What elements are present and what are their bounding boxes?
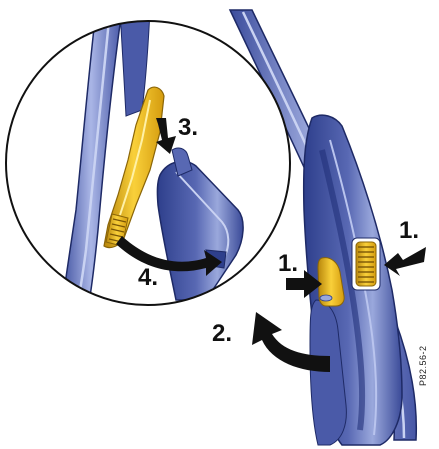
step1-middle-label: 1.: [278, 252, 298, 276]
step4-label: 4.: [138, 266, 158, 290]
figure-code: P82.56-2: [418, 345, 428, 386]
step2-label: 2.: [212, 322, 232, 346]
step3-label: 3.: [178, 116, 198, 140]
arm-clip-right: [352, 238, 380, 290]
step1-right-label: 1.: [399, 219, 419, 243]
arrow-step1-right: [384, 247, 426, 276]
